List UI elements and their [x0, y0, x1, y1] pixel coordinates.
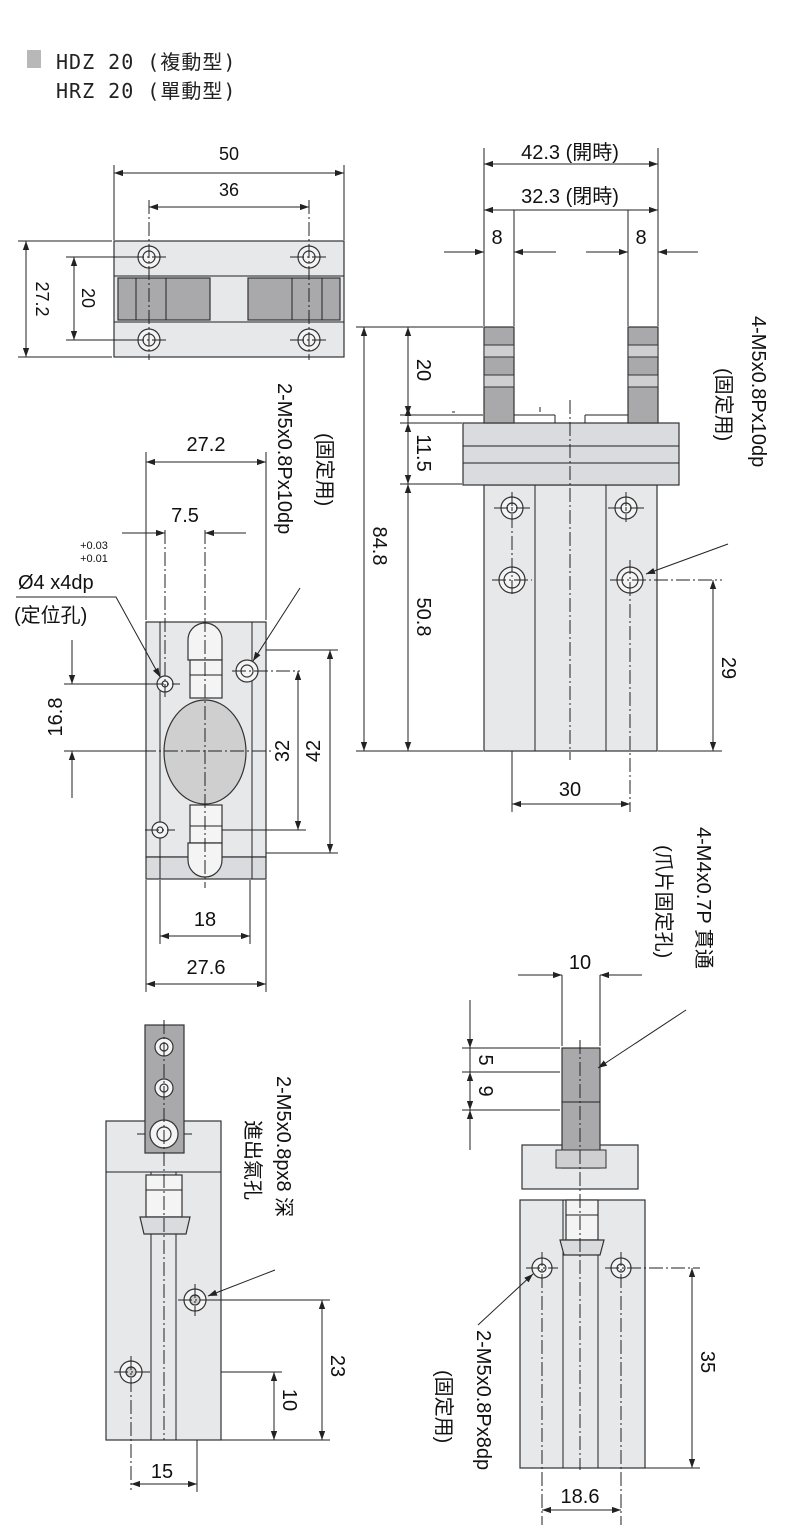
pin-hole-purpose: (定位孔)	[14, 604, 87, 627]
dim-side-10: 10	[278, 1389, 300, 1411]
rear-mount-purpose: (固定用)	[432, 1370, 455, 1443]
dim-jaw-right-8: 8	[635, 227, 646, 249]
finger-hole-note: 4-M4x0.7P 貫通	[692, 827, 715, 969]
dim-bottom-27-2: 27.2	[187, 434, 226, 456]
dim-total-84-8: 84.8	[368, 527, 390, 566]
dim-16-8: 16.8	[45, 698, 67, 737]
model-single-acting: HRZ 20 (單動型)	[56, 79, 237, 103]
side-view: 2-M5x0.8px8 深 進出氣孔 23 10 15	[105, 1020, 348, 1492]
front-view-plate	[462, 422, 680, 486]
front-mount-note: 4-M5x0.8Px10dp	[747, 316, 769, 467]
dim-29: 29	[717, 657, 739, 679]
dim-open-width: 42.3 (開時)	[521, 141, 619, 164]
dim-32: 32	[272, 740, 294, 762]
rear-view-jaw	[561, 1047, 601, 1169]
dim-18: 18	[194, 909, 216, 931]
dim-top-20: 20	[78, 288, 98, 308]
dim-bottom-7-5: 7.5	[171, 505, 199, 527]
dim-42: 42	[303, 740, 325, 762]
bottom-view: 27.2 7.5 +0.03 +0.01 Ø4 x4dp (定位孔) 2-M5x…	[14, 383, 338, 992]
pin-hole-tolerance-upper: +0.03	[80, 540, 108, 552]
dim-18-6: 18.6	[561, 1486, 600, 1508]
rear-view: 10 5 9 4-M4x0.7P 貫通 (爪片固定孔) 2-M5x0.8Px8d…	[432, 827, 718, 1525]
air-port-note: 2-M5x0.8px8 深	[272, 1076, 295, 1217]
dim-plate-11-5: 11.5	[412, 434, 434, 471]
dim-jaw-height-20: 20	[412, 359, 434, 381]
bottom-mount-note-purpose: (固定用)	[313, 433, 336, 506]
dim-30: 30	[559, 779, 581, 801]
front-mount-note-purpose: (固定用)	[712, 368, 735, 441]
dim-closed-width: 32.3 (閉時)	[521, 185, 619, 208]
dim-rear-10: 10	[569, 952, 591, 974]
header-marker	[27, 50, 41, 68]
dim-15: 15	[151, 1461, 173, 1483]
pin-hole-tolerance-lower: +0.01	[80, 553, 108, 565]
dim-jaw-left-8: 8	[491, 227, 502, 249]
dim-35: 35	[696, 1351, 718, 1373]
bottom-mount-note: 2-M5x0.8Px10dp	[273, 383, 295, 534]
dim-5: 5	[474, 1054, 496, 1065]
top-view-jaw-left	[117, 277, 211, 321]
pin-hole-spec: Ø4 x4dp	[18, 572, 94, 594]
model-double-acting: HDZ 20 (複動型)	[56, 50, 237, 74]
dim-27-6: 27.6	[187, 957, 226, 979]
top-view: 50 36 27.2 20	[18, 144, 345, 360]
dim-top-27-2: 27.2	[32, 281, 52, 316]
top-view-jaw-right	[247, 277, 341, 321]
front-view-body	[483, 484, 658, 752]
air-port-purpose: 進出氣孔	[241, 1120, 264, 1200]
dim-top-50: 50	[219, 144, 239, 164]
bottom-view-slot	[189, 804, 223, 844]
dim-23: 23	[326, 1355, 348, 1377]
dim-body-50-8: 50.8	[412, 598, 434, 637]
dim-9: 9	[474, 1085, 496, 1096]
finger-hole-purpose: (爪片固定孔)	[652, 845, 675, 958]
front-view: 42.3 (開時) 32.3 (閉時) 8 8 20 11.5 50.8 84.…	[356, 141, 769, 812]
rear-mount-note: 2-M5x0.8Px8dp	[472, 1330, 494, 1470]
dim-top-36: 36	[219, 180, 239, 200]
